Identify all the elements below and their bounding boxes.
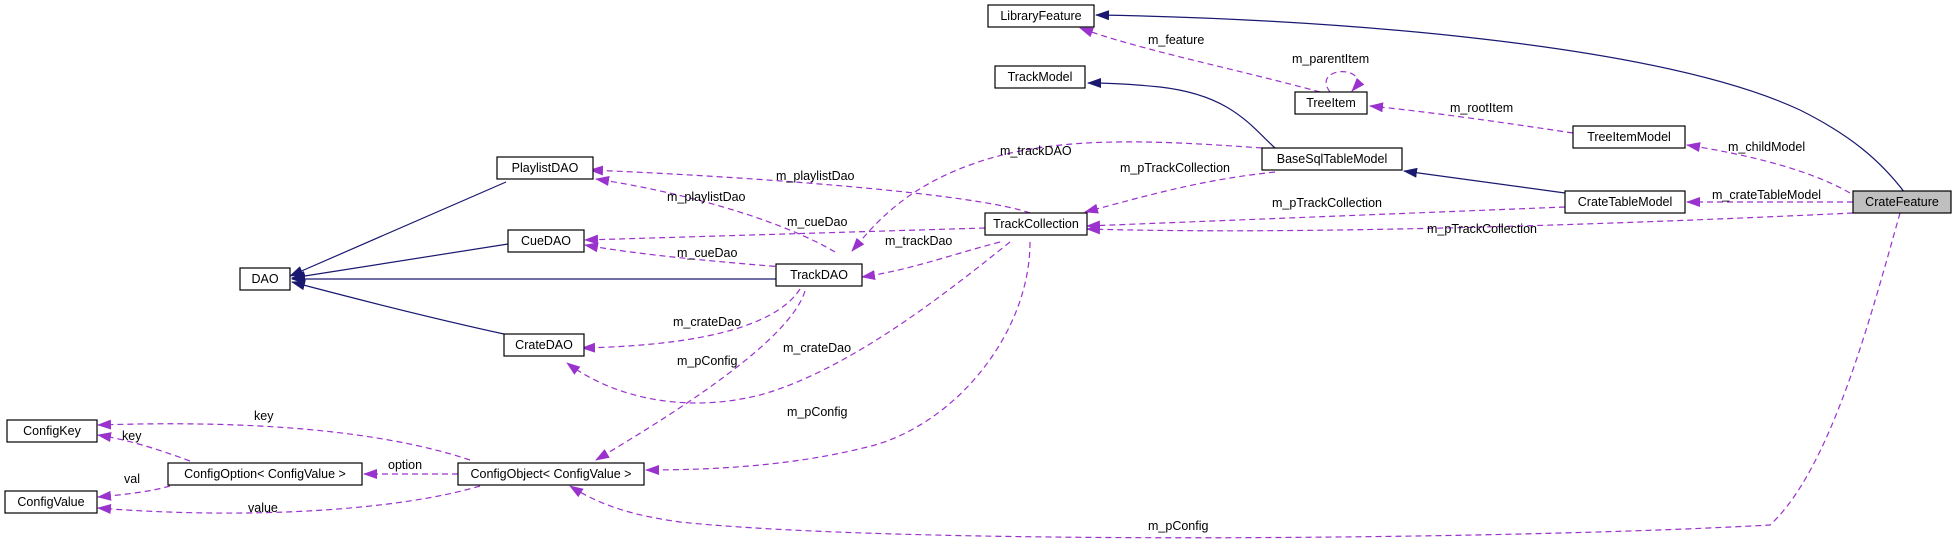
edge-label: m_cueDao [677,246,737,260]
edge-cratefeature-trackcollection [1086,212,1854,235]
edge-label: m_childModel [1728,140,1805,154]
class-node-configvalue[interactable]: ConfigValue [4,490,98,514]
edge-label: m_crateDao [783,341,851,355]
edge-cratetablemodel-basesqltablemodel [1403,167,1566,194]
edge-cratedao-dao [291,280,505,335]
class-node-dao[interactable]: DAO [239,267,291,291]
class-node-trackmodel[interactable]: TrackModel [994,65,1086,89]
edge-label: option [388,458,422,472]
edge-label: m_trackDAO [1000,144,1072,158]
class-node-playlistdao[interactable]: PlaylistDAO [496,156,594,180]
node-label: CrateTableModel [1578,195,1673,209]
edge-treeitem-libraryfeature [1079,27,1321,93]
edge-label: m_pTrackCollection [1427,222,1537,236]
class-node-treeitemmodel[interactable]: TreeItemModel [1572,125,1686,149]
node-label: ConfigObject< ConfigValue > [471,467,632,481]
edge-label: m_pConfig [1148,519,1208,533]
node-label: ConfigValue [17,495,84,509]
edge-configoption-configkey [97,432,191,462]
edge-trackcollection-configobject [645,241,1031,475]
class-node-cratefeature[interactable]: CrateFeature [1852,190,1952,214]
edge-trackcollection-playlistdao [589,165,1031,214]
edge-label: m_pTrackCollection [1272,196,1382,210]
edge-basesqltablemodel-trackdao [851,141,1263,252]
edge-label: m_trackDao [885,234,952,248]
edge-label: m_cueDao [787,215,847,229]
edge-label: value [248,501,278,515]
node-label: DAO [251,272,278,286]
class-node-configoption[interactable]: ConfigOption< ConfigValue > [167,462,363,486]
node-label: ConfigKey [23,424,81,438]
edge-label: m_rootItem [1450,101,1513,115]
edge-label: key [254,409,274,423]
edge-label: key [122,429,142,443]
edge-label: m_pTrackCollection [1120,161,1230,175]
edge-trackdao-configobject [595,290,806,461]
edge-cratefeature-libraryfeature [1095,10,1906,194]
class-nodes: LibraryFeature TrackModel TreeItem TreeI… [4,4,1952,514]
edge-treeitemmodel-treeitem [1369,102,1574,134]
class-node-cratetablemodel[interactable]: CrateTableModel [1564,190,1686,214]
edge-label: m_pConfig [787,405,847,419]
edge-trackdao-cratedao [581,288,801,353]
edge-label: m_playlistDao [667,190,746,204]
usage-edges [97,27,1901,539]
node-label: ConfigOption< ConfigValue > [184,467,346,481]
node-label: CrateDAO [515,338,573,352]
class-node-cratedao[interactable]: CrateDAO [503,333,585,357]
node-label: TrackModel [1008,70,1073,84]
edge-playlistdao-dao [289,181,507,277]
node-label: CueDAO [521,234,571,248]
edge-configobject-configkey [97,419,471,461]
node-label: TrackCollection [993,217,1079,231]
edge-label: m_feature [1148,33,1204,47]
edge-cuedao-dao [291,243,509,281]
edge-label: val [124,472,140,486]
class-node-trackcollection[interactable]: TrackCollection [984,212,1088,236]
edge-trackcollection-trackdao [861,241,1001,281]
node-label: BaseSqlTableModel [1277,152,1388,166]
class-node-libraryfeature[interactable]: LibraryFeature [987,4,1095,28]
node-label: TreeItemModel [1587,130,1671,144]
class-node-treeitem[interactable]: TreeItem [1294,91,1368,115]
edge-label: m_pConfig [677,354,737,368]
node-label: TreeItem [1306,96,1356,110]
node-label: PlaylistDAO [512,161,579,175]
node-label: TrackDAO [790,268,848,282]
node-label: LibraryFeature [1000,9,1081,23]
edge-trackcollection-cuedao [584,227,986,245]
class-node-trackdao[interactable]: TrackDAO [775,263,863,287]
edge-basesqltablemodel-trackmodel [1087,78,1276,149]
edge-treeitem-self [1325,71,1365,93]
edge-trackdao-playlistdao [595,176,836,253]
class-node-basesqltablemodel[interactable]: BaseSqlTableModel [1261,147,1403,171]
edge-configoption-configvalue [97,485,171,501]
edge-cratefeature-configobject [569,212,1901,539]
inheritance-edges [289,10,1906,335]
edge-label: m_crateTableModel [1712,188,1821,202]
edge-basesqltablemodel-trackcollection [1084,171,1276,214]
edge-labels: m_feature m_parentItem m_rootItem m_chil… [122,33,1821,533]
edge-trackdao-cuedao [584,242,796,269]
edge-label: m_playlistDao [776,169,855,183]
class-node-cuedao[interactable]: CueDAO [507,229,585,253]
edge-label: m_parentItem [1292,52,1369,66]
class-node-configobject[interactable]: ConfigObject< ConfigValue > [457,462,645,486]
class-node-configkey[interactable]: ConfigKey [6,419,98,443]
edge-label: m_crateDao [673,315,741,329]
edge-configobject-configvalue [97,485,481,515]
node-label: CrateFeature [1865,195,1939,209]
